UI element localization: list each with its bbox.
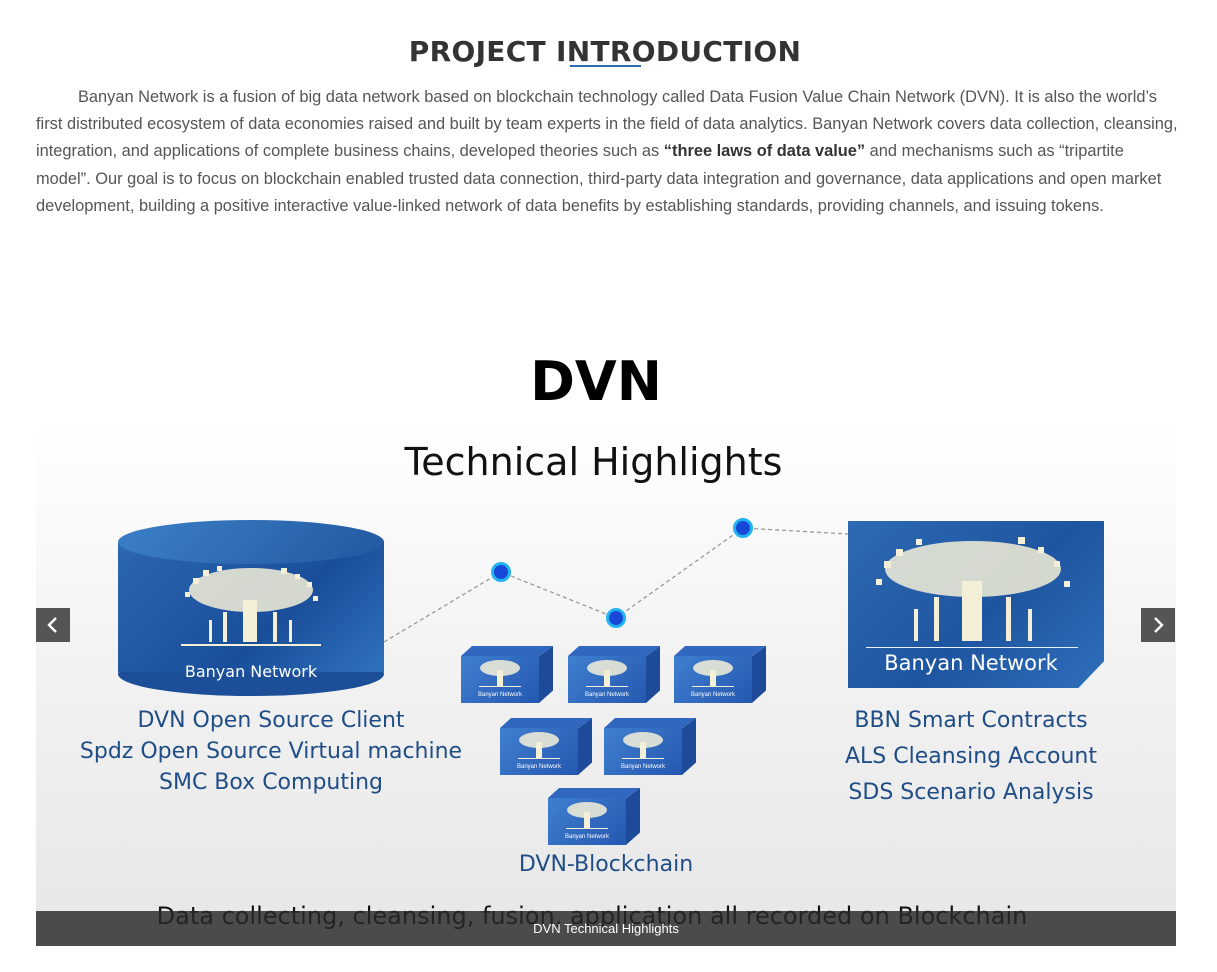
- intro-paragraph: Banyan Network is a fusion of big data n…: [36, 84, 1178, 220]
- left-box-label: Banyan Network: [184, 662, 318, 681]
- block-cube: Banyan Network: [548, 788, 640, 845]
- carousel-prev-button[interactable]: [36, 608, 70, 642]
- chain-node: [733, 518, 753, 538]
- banyan-tree-logo: [586, 660, 628, 687]
- cube-label: Banyan Network: [564, 834, 610, 840]
- blockchain-label: DVN-Blockchain: [518, 852, 694, 877]
- title-underline: [570, 65, 641, 67]
- carousel-caption: DVN Technical Highlights: [533, 921, 679, 936]
- chevron-left-icon: [47, 617, 57, 633]
- banyan-tree-logo: [692, 660, 734, 687]
- block-cube: Banyan Network: [461, 646, 553, 703]
- cube-label: Banyan Network: [620, 764, 666, 770]
- carousel-caption-bar: DVN Technical Highlights: [36, 911, 1176, 946]
- feature-item: Spdz Open Source Virtual machine: [79, 739, 463, 764]
- chain-node: [491, 562, 511, 582]
- block-cube: Banyan Network: [674, 646, 766, 703]
- chain-node: [606, 608, 626, 628]
- database-cylinder: Banyan Network: [118, 520, 384, 696]
- slide-title: DVN: [530, 350, 662, 413]
- banyan-tree-logo: [622, 732, 664, 759]
- banyan-tree-logo: [518, 732, 560, 759]
- intro-text-bold: “three laws of data value”: [663, 142, 866, 161]
- right-feature-list: BBN Smart Contracts ALS Cleansing Accoun…: [816, 708, 1126, 805]
- banyan-tree-logo: [479, 660, 521, 687]
- network-box: Banyan Network: [848, 521, 1104, 688]
- cube-label: Banyan Network: [584, 692, 630, 698]
- slide-subtitle: Technical Highlights: [404, 440, 783, 484]
- block-cube: Banyan Network: [568, 646, 660, 703]
- right-box-label: Banyan Network: [884, 651, 1058, 675]
- left-feature-list: DVN Open Source Client Spdz Open Source …: [76, 708, 466, 795]
- box-divider: [866, 647, 1078, 648]
- feature-item: SMC Box Computing: [159, 770, 383, 795]
- banyan-tree-logo: [181, 566, 321, 646]
- intro-text-2: and mechanisms such as “tripartite model…: [36, 142, 1162, 215]
- feature-item: DVN Open Source Client: [137, 708, 405, 733]
- intro-text-1: Banyan Network is a fusion of big data n…: [36, 88, 1178, 161]
- block-cube: Banyan Network: [604, 718, 696, 775]
- carousel-next-button[interactable]: [1141, 608, 1175, 642]
- feature-item: BBN Smart Contracts: [854, 708, 1088, 733]
- section-title: PROJECT INTRODUCTION: [408, 35, 802, 69]
- feature-item: ALS Cleansing Account: [844, 744, 1097, 769]
- banyan-tree-logo: [876, 537, 1070, 641]
- cube-label: Banyan Network: [477, 692, 523, 698]
- feature-item: SDS Scenario Analysis: [848, 780, 1094, 805]
- cube-label: Banyan Network: [516, 764, 562, 770]
- chevron-right-icon: [1154, 617, 1164, 633]
- banyan-tree-logo: [566, 802, 608, 829]
- block-cube: Banyan Network: [500, 718, 592, 775]
- image-carousel[interactable]: DVN Technical Highlights Banyan Network: [36, 312, 1176, 946]
- cube-label: Banyan Network: [690, 692, 736, 698]
